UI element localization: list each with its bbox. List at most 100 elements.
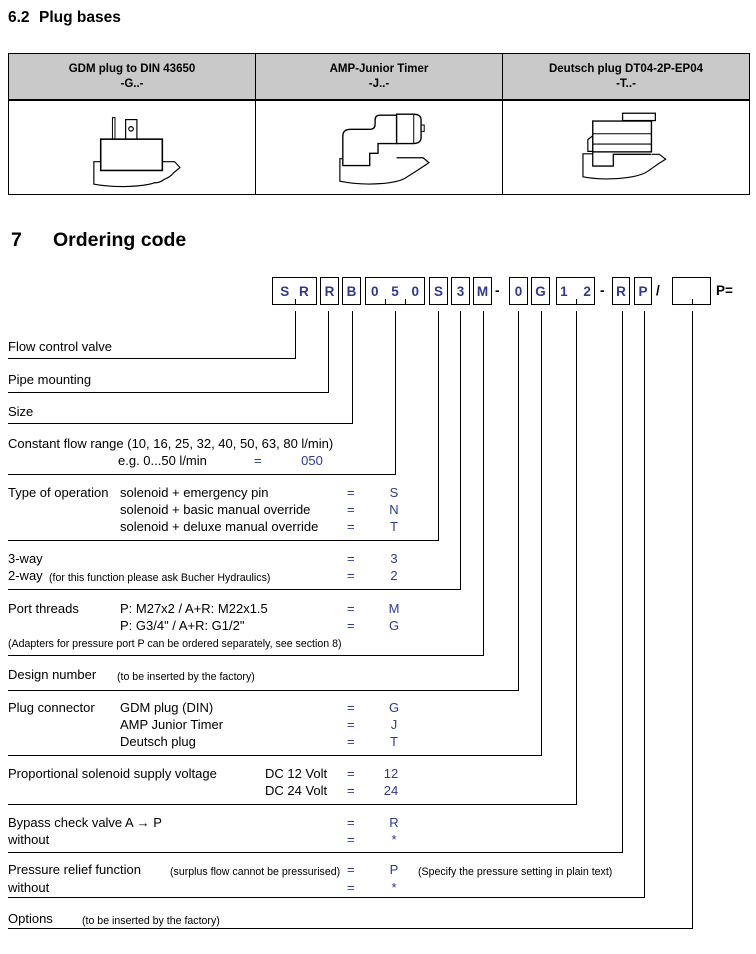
plug-option: Deutsch plug <box>120 734 196 749</box>
row-3-way: 3-way <box>8 551 43 566</box>
connector-line <box>8 311 329 393</box>
code-box-options <box>672 277 711 305</box>
port-thread-value: M <box>388 601 400 616</box>
equals-sign: = <box>347 832 355 847</box>
code-chars: 3 <box>456 283 465 299</box>
connector-line <box>8 311 353 424</box>
operation-option: solenoid + basic manual override <box>120 502 311 517</box>
plug-value: J <box>390 717 398 732</box>
connector-line <box>8 311 439 541</box>
equals-sign: = <box>254 453 262 468</box>
connector-line <box>8 311 484 656</box>
plug-title: AMP-Junior Timer <box>329 63 429 75</box>
row-supply-voltage: Proportional solenoid supply voltage <box>8 766 217 781</box>
code-box-port-threads: M <box>473 277 492 305</box>
way-value: 3 <box>390 551 398 566</box>
operation-option: solenoid + deluxe manual override <box>120 519 319 534</box>
row-pressure-relief: Pressure relief function <box>8 862 141 877</box>
equals-sign: = <box>347 815 355 830</box>
port-thread-value: G <box>388 618 400 633</box>
voltage-option: DC 12 Volt <box>265 766 328 781</box>
plug-column-gdm: GDM plug to DIN 43650 -G..- <box>9 54 256 194</box>
plug-title: GDM plug to DIN 43650 <box>68 63 196 75</box>
code-slash: / <box>656 283 660 298</box>
code-chars: S R <box>280 283 309 299</box>
equals-sign: = <box>347 618 355 633</box>
gdm-plug-drawing <box>93 117 181 188</box>
2-way-note: (for this function please ask Bucher Hyd… <box>49 572 271 584</box>
section-7-title: Ordering code <box>53 229 187 251</box>
equals-sign: = <box>347 485 355 500</box>
equals-sign: = <box>347 862 355 877</box>
operation-value: N <box>389 502 399 517</box>
connector-line <box>8 311 396 475</box>
row-port-threads: Port threads <box>8 601 79 616</box>
plug-code: -J..- <box>368 78 390 90</box>
code-box-voltage: 1 2 <box>556 277 595 305</box>
code-chars: M <box>476 283 489 299</box>
code-chars: 1 2 <box>560 283 591 299</box>
connector-line <box>8 311 461 590</box>
pressure-setting-note: (Specify the pressure setting in plain t… <box>418 866 613 878</box>
bypass-value: R <box>389 815 399 830</box>
pressure-relief-value: * <box>391 880 397 895</box>
plug-option: GDM plug (DIN) <box>120 700 214 715</box>
voltage-option: DC 24 Volt <box>265 783 328 798</box>
row-bypass-without: without <box>8 832 50 847</box>
equals-sign: = <box>347 783 355 798</box>
port-threads-note: (Adapters for pressure port P can be ord… <box>8 638 342 650</box>
code-chars: R <box>616 283 626 299</box>
operation-option: solenoid + emergency pin <box>120 485 269 500</box>
plug-bases-table: GDM plug to DIN 43650 -G..- AMP-Junior T… <box>8 53 750 195</box>
plug-drawing-cell <box>503 101 749 194</box>
code-chars: G <box>535 283 546 299</box>
row-design-number: Design number <box>8 667 97 682</box>
plug-header-gdm: GDM plug to DIN 43650 -G..- <box>9 54 255 101</box>
deutsch-plug-drawing <box>582 112 667 180</box>
plug-value: G <box>388 700 400 715</box>
connector-line <box>8 311 645 898</box>
code-chars: R <box>324 283 335 299</box>
code-chars: B <box>346 283 357 299</box>
code-box-flow-control-valve: S R <box>272 277 317 305</box>
equals-sign: = <box>347 601 355 616</box>
operation-value: T <box>390 519 398 534</box>
code-dash: - <box>495 283 500 298</box>
pressure-relief-note: (surplus flow cannot be pressurised) <box>170 866 341 878</box>
equals-sign: = <box>347 734 355 749</box>
code-box-size: B <box>342 277 361 305</box>
plug-option: AMP Junior Timer <box>120 717 224 732</box>
row-options: Options <box>8 911 53 926</box>
pressure-relief-value: P <box>389 862 399 877</box>
code-box-bypass: R <box>612 277 630 305</box>
bypass-value: * <box>391 832 397 847</box>
section-6-2-number: 6.2 <box>8 9 30 26</box>
port-thread-option: P: G3/4" / A+R: G1/2" <box>120 618 245 633</box>
equals-sign: = <box>347 766 355 781</box>
plug-column-amp: AMP-Junior Timer -J..- <box>256 54 503 194</box>
design-number-note: (to be inserted by the factory) <box>117 671 255 683</box>
voltage-value: 24 <box>383 783 399 798</box>
plug-drawing-cell <box>256 101 502 194</box>
code-box-plug-connector: G <box>531 277 550 305</box>
way-value: 2 <box>390 568 398 583</box>
row-type-of-operation: Type of operation <box>8 485 109 500</box>
code-chars: S <box>433 283 443 299</box>
amp-junior-timer-drawing <box>339 113 430 185</box>
code-chars: 0 <box>514 283 523 299</box>
plug-column-deutsch: Deutsch plug DT04-2P-EP04 -T..- <box>503 54 749 194</box>
plug-header-amp: AMP-Junior Timer -J..- <box>256 54 502 101</box>
row-2-way: 2-way <box>8 568 43 583</box>
connector-line <box>8 311 542 756</box>
code-box-design-number: 0 <box>509 277 528 305</box>
code-box-way: 3 <box>451 277 470 305</box>
flow-range-example: e.g. 0...50 l/min <box>118 453 207 468</box>
flow-range-value: 050 <box>301 453 323 468</box>
plug-drawing-cell <box>9 101 255 194</box>
equals-sign: = <box>347 551 355 566</box>
row-plug-connector: Plug connector <box>8 700 95 715</box>
plug-value: T <box>390 734 398 749</box>
section-6-2-title: Plug bases <box>39 9 121 26</box>
connector-line <box>8 311 519 691</box>
